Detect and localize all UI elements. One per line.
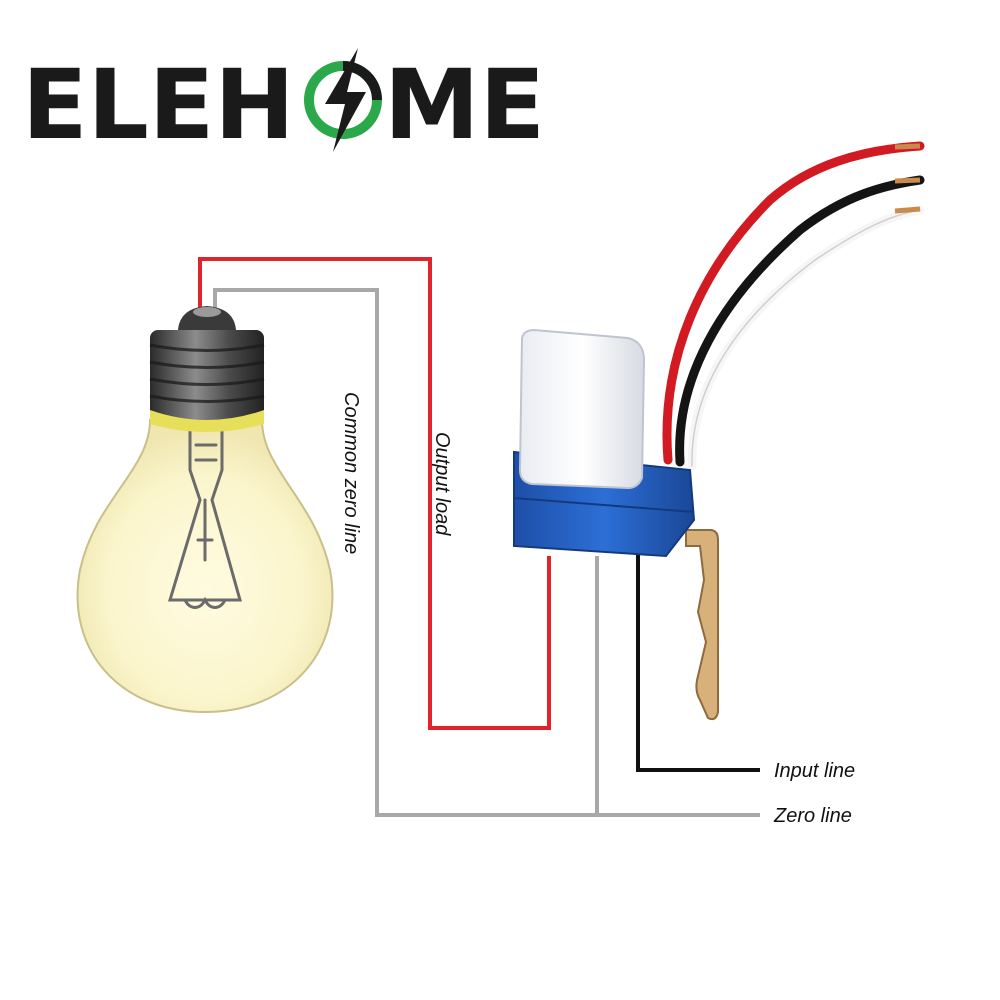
common-zero-wire <box>213 288 760 817</box>
photocell-switch-icon <box>513 141 925 721</box>
brand-logo: ELEH ME <box>22 48 545 161</box>
output-load-wire <box>198 257 551 730</box>
light-bulb-icon <box>76 306 334 714</box>
brand-text-left: ELEH <box>22 49 295 161</box>
common-zero-line-label: Common zero line <box>340 392 362 554</box>
lightning-o-icon <box>304 48 382 152</box>
output-load-label: Output load <box>431 432 453 536</box>
input-line-label: Input line <box>774 760 855 782</box>
zero-line-label: Zero line <box>773 805 852 827</box>
brand-text-right: ME <box>384 49 545 161</box>
input-line-wire <box>636 545 760 772</box>
